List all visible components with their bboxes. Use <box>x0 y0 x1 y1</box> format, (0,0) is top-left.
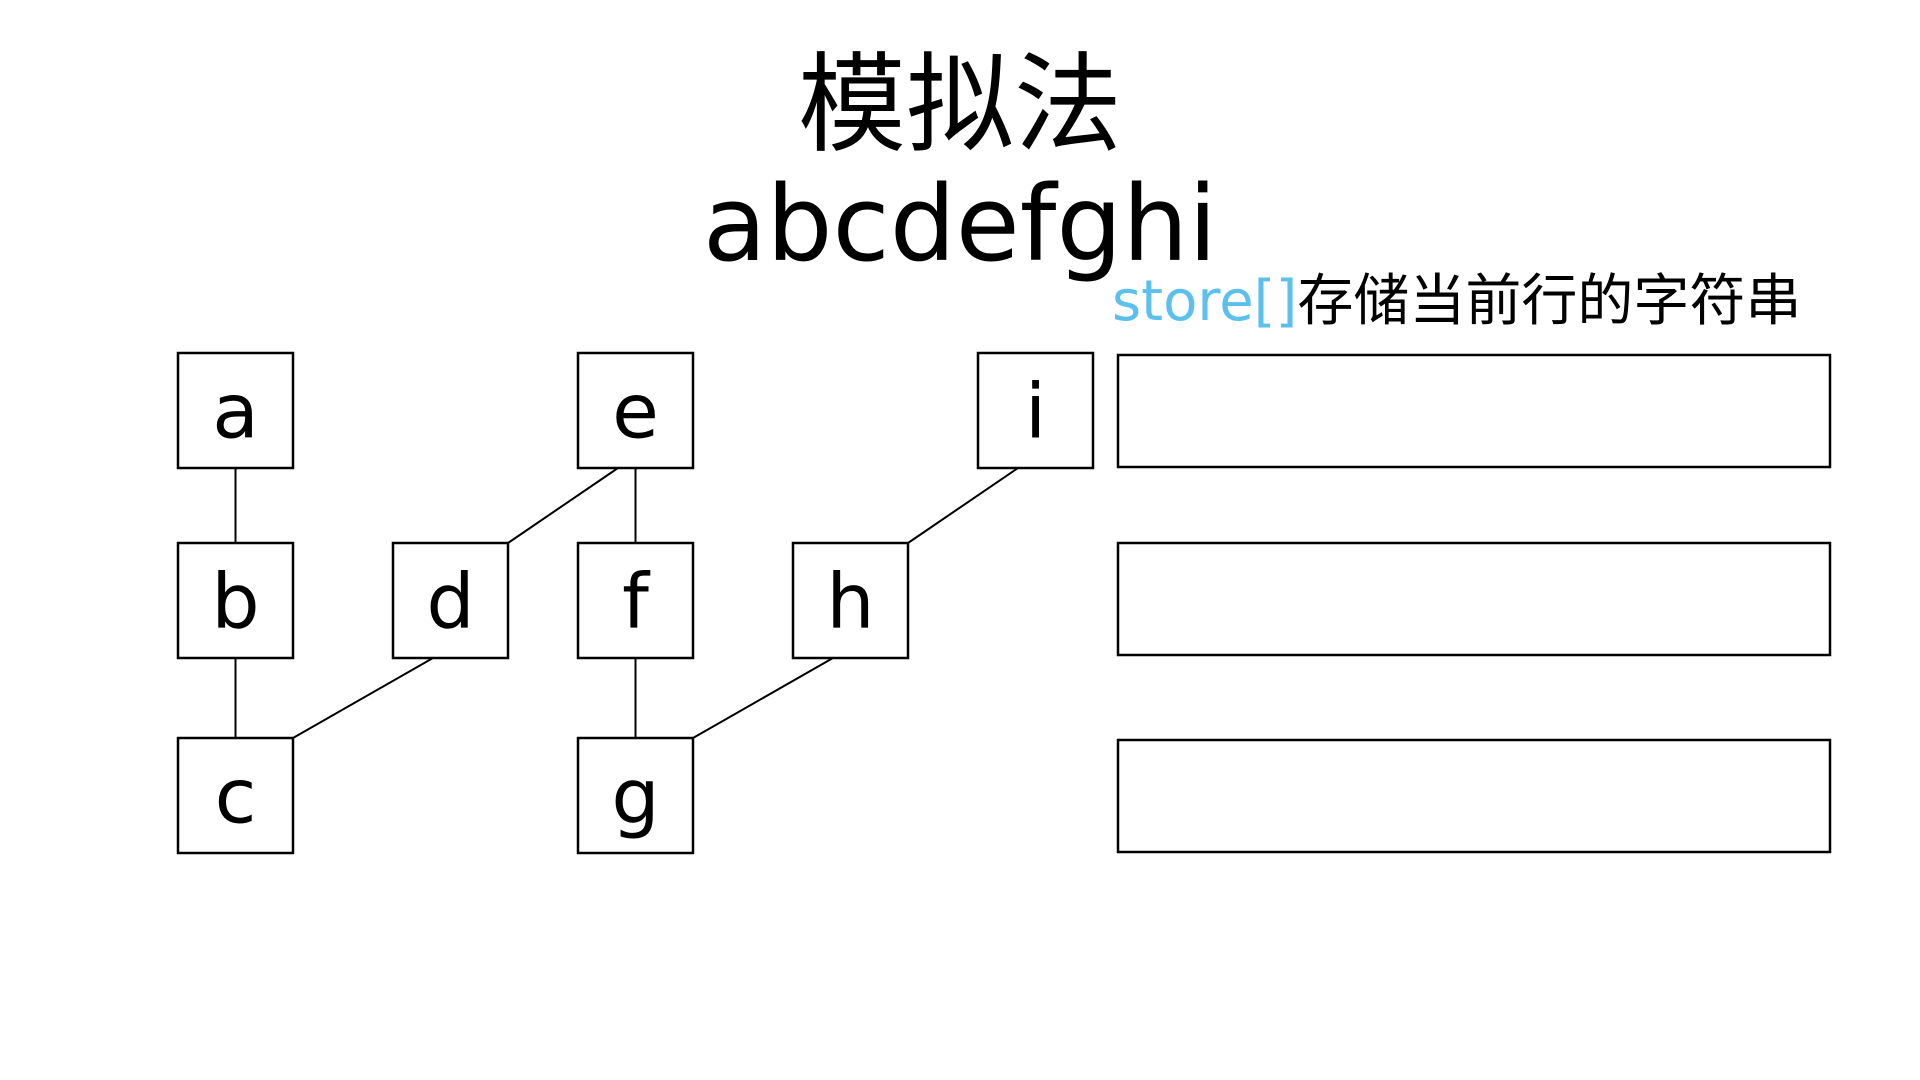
store-variable-label: store[] <box>1112 269 1298 334</box>
node-label: h <box>826 557 874 646</box>
node-box <box>791 541 910 660</box>
node-f: f <box>576 541 695 660</box>
page-title: 模拟法 <box>797 43 1122 168</box>
node-a: a <box>176 351 295 470</box>
node-box <box>576 351 695 470</box>
node-h: h <box>791 541 910 660</box>
edge-c-d <box>292 657 434 739</box>
node-i: i <box>976 351 1095 470</box>
node-label: e <box>612 367 659 456</box>
node-label: d <box>426 557 474 646</box>
node-b: b <box>176 541 295 660</box>
node-box <box>176 736 295 855</box>
node-label: g <box>611 752 659 841</box>
node-box <box>391 541 510 660</box>
node-box <box>976 351 1095 470</box>
node-label: a <box>212 367 259 456</box>
node-e: e <box>576 351 695 470</box>
store-caption: store[]存储当前行的字符串 <box>1112 274 1801 330</box>
node-box <box>576 736 695 855</box>
node-d: d <box>391 541 510 660</box>
node-c: c <box>176 736 295 855</box>
edge-h-i <box>907 467 1019 544</box>
node-label: c <box>215 752 257 841</box>
node-box <box>176 541 295 660</box>
node-label: b <box>211 557 259 646</box>
store-description: 存储当前行的字符串 <box>1297 269 1802 334</box>
store-row-3 <box>1116 738 1832 854</box>
node-g: g <box>576 736 695 855</box>
edge-g-h <box>692 657 834 739</box>
edge-d-e <box>507 467 619 544</box>
input-string: abcdefghi <box>702 163 1218 285</box>
node-label: f <box>622 557 651 646</box>
store-row-1 <box>1116 353 1832 469</box>
node-box <box>576 541 695 660</box>
node-label: i <box>1025 367 1046 456</box>
node-box <box>176 351 295 470</box>
store-row-2 <box>1116 541 1832 657</box>
